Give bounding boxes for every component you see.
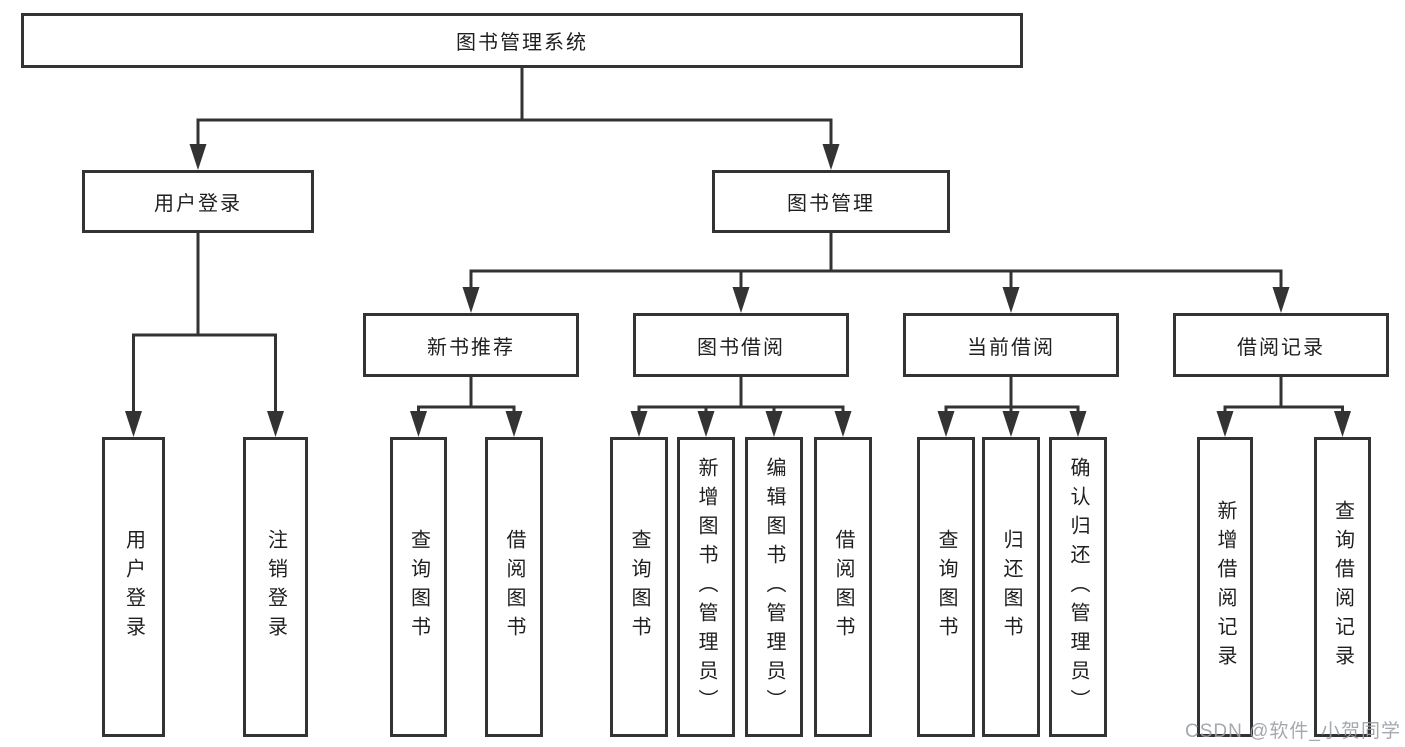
leaf-query-borrow-record: 查询借阅记录: [1314, 437, 1371, 737]
leaf-borrow-book-recommend: 借阅图书: [485, 437, 543, 737]
node-book-management: 图书管理: [712, 170, 950, 233]
node-current-borrow: 当前借阅: [903, 313, 1119, 377]
leaf-confirm-return-admin: 确认归还（管理员）: [1049, 437, 1107, 737]
node-book-borrow: 图书借阅: [633, 313, 849, 377]
leaf-add-book-admin: 新增图书（管理员）: [677, 437, 735, 737]
leaf-query-book-recommend: 查询图书: [390, 437, 447, 737]
node-new-book-recommend: 新书推荐: [363, 313, 579, 377]
leaf-query-book-current: 查询图书: [917, 437, 975, 737]
node-library-management-system: 图书管理系统: [21, 13, 1023, 68]
leaf-user-login: 用户登录: [102, 437, 165, 737]
leaf-edit-book-admin: 编辑图书（管理员）: [745, 437, 803, 737]
leaf-query-book-borrow: 查询图书: [610, 437, 668, 737]
leaf-borrow-book: 借阅图书: [814, 437, 872, 737]
leaf-logout: 注销登录: [243, 437, 308, 737]
node-user-login: 用户登录: [82, 170, 314, 233]
leaf-add-borrow-record: 新增借阅记录: [1197, 437, 1253, 737]
node-borrow-record: 借阅记录: [1173, 313, 1389, 377]
leaf-return-book: 归还图书: [982, 437, 1040, 737]
